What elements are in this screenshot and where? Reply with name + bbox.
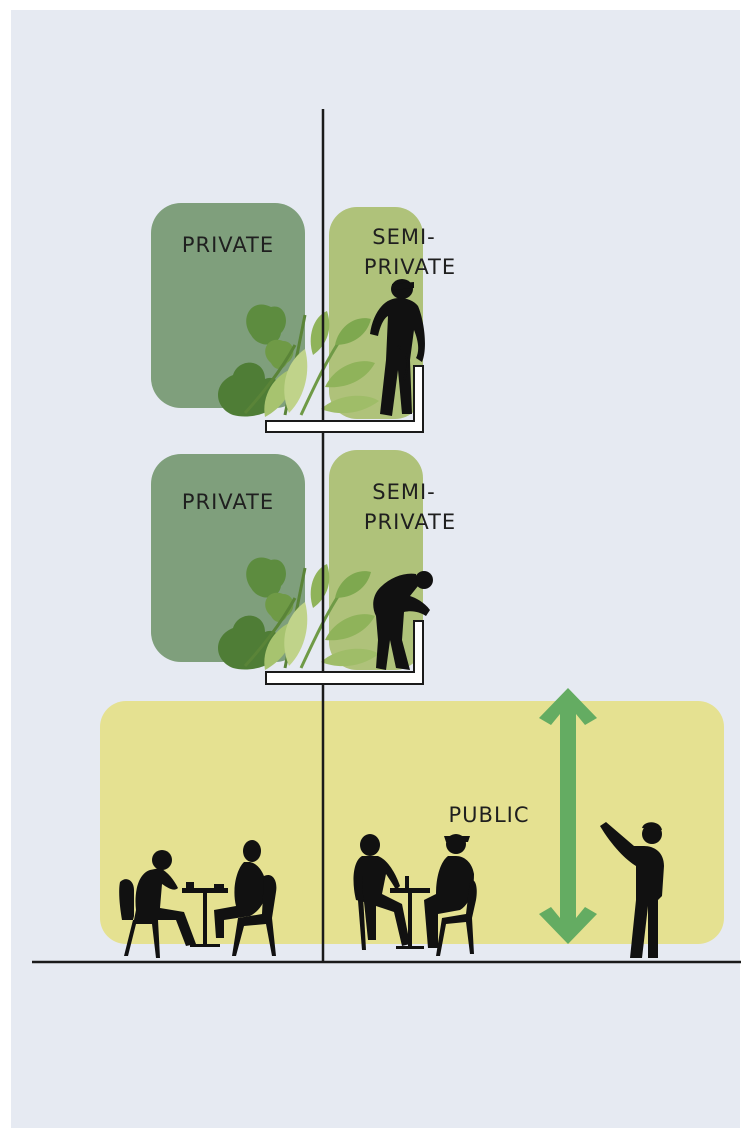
pointing-person-icon (600, 822, 664, 958)
upper-semi-label-line2: PRIVATE (364, 255, 456, 279)
double-headed-vertical-arrow-icon (539, 688, 597, 944)
lower-semi-label-line1: SEMI- (372, 480, 436, 504)
lower-semi-label-line2: PRIVATE (364, 510, 456, 534)
lower-balcony (265, 620, 424, 685)
upper-balcony (265, 365, 424, 433)
upper-private-label: PRIVATE (182, 233, 274, 257)
lower-private-label: PRIVATE (182, 490, 274, 514)
cafe-group-left-icon (119, 840, 277, 958)
public-label: PUBLIC (449, 803, 530, 827)
cafe-group-right-icon (353, 834, 477, 956)
upper-semi-label-line1: SEMI- (372, 225, 436, 249)
upper-balcony-person-icon (370, 279, 425, 416)
lower-balcony-person-icon (373, 571, 433, 670)
